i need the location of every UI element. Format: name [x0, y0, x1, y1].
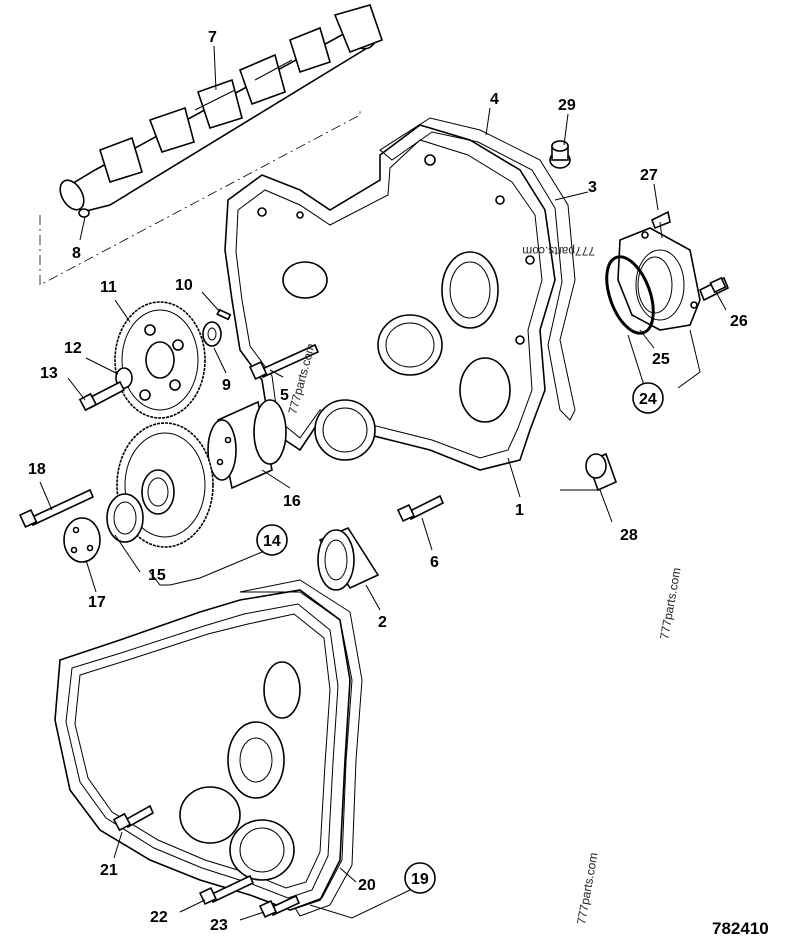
callout-6: 6: [430, 554, 439, 571]
callout-10: 10: [175, 277, 193, 294]
timing-case-plate: [224, 124, 556, 471]
callout-21: 21: [100, 862, 118, 879]
callout-12: 12: [64, 340, 82, 357]
leader-lines: [39, 45, 727, 921]
drawing-number: 782410: [712, 919, 769, 938]
callout-4: 4: [490, 91, 499, 108]
housing-bolt: [650, 210, 671, 239]
front-timing-cover: [54, 589, 351, 911]
callout-20: 20: [358, 877, 376, 894]
crankshaft-seal: [317, 526, 380, 591]
callout-26: 26: [730, 313, 748, 330]
cover-gasket: [239, 579, 363, 917]
watermark: 777parts.com: [522, 244, 595, 258]
callout-circle: [256, 524, 288, 556]
cover-bolt: [112, 804, 155, 832]
callout-29: 29: [558, 97, 576, 114]
callout-23: 23: [210, 917, 228, 934]
callout-2: 2: [378, 614, 387, 631]
callout-8: 8: [72, 245, 81, 262]
callout-3: 3: [588, 179, 597, 196]
o-ring: [605, 255, 655, 335]
watermark: 777parts.com: [574, 851, 600, 925]
retaining-plate: [63, 517, 101, 563]
bolt: [396, 494, 445, 523]
gear-ring: [106, 493, 144, 543]
housing-bolt-side: [698, 276, 730, 302]
hub: [207, 399, 287, 490]
callout-9: 9: [222, 377, 231, 394]
callout-16: 16: [283, 493, 301, 510]
washer: [202, 321, 222, 347]
plate-gasket: [379, 117, 576, 421]
callout-circle: [404, 862, 436, 894]
callout-27: 27: [640, 167, 658, 184]
callout-14: 14: [263, 533, 281, 550]
callout-15: 15: [148, 567, 166, 584]
callout-1: 1: [515, 502, 524, 519]
callout-labels: 1 2 3 4 5 6 7 8 9 10 11 12 13 15 16 17 1…: [28, 29, 748, 934]
idler-bolt: [78, 380, 126, 412]
callout-24: 24: [639, 391, 657, 408]
callout-18: 18: [28, 461, 46, 478]
dowel: [216, 308, 232, 321]
callout-circle: [632, 382, 664, 414]
dowel-pin: [78, 208, 90, 218]
idler-gear: [114, 301, 206, 419]
callout-19: 19: [411, 871, 429, 888]
callout-7: 7: [208, 29, 217, 46]
seal-housing: [617, 227, 701, 331]
cover-bolt: [258, 894, 301, 919]
callout-5: 5: [280, 387, 289, 404]
callout-17: 17: [88, 594, 106, 611]
long-bolt: [18, 488, 95, 528]
callout-13: 13: [40, 365, 58, 382]
camshaft: [59, 4, 384, 213]
callout-28: 28: [620, 527, 638, 544]
callout-11: 11: [100, 279, 117, 296]
bolt: [248, 343, 320, 380]
projection-line: [39, 110, 361, 286]
watermark: 777parts.com: [657, 566, 683, 640]
callout-25: 25: [652, 351, 670, 368]
cap-plug: [585, 452, 618, 492]
plug: [549, 140, 571, 169]
callout-22: 22: [150, 909, 168, 926]
